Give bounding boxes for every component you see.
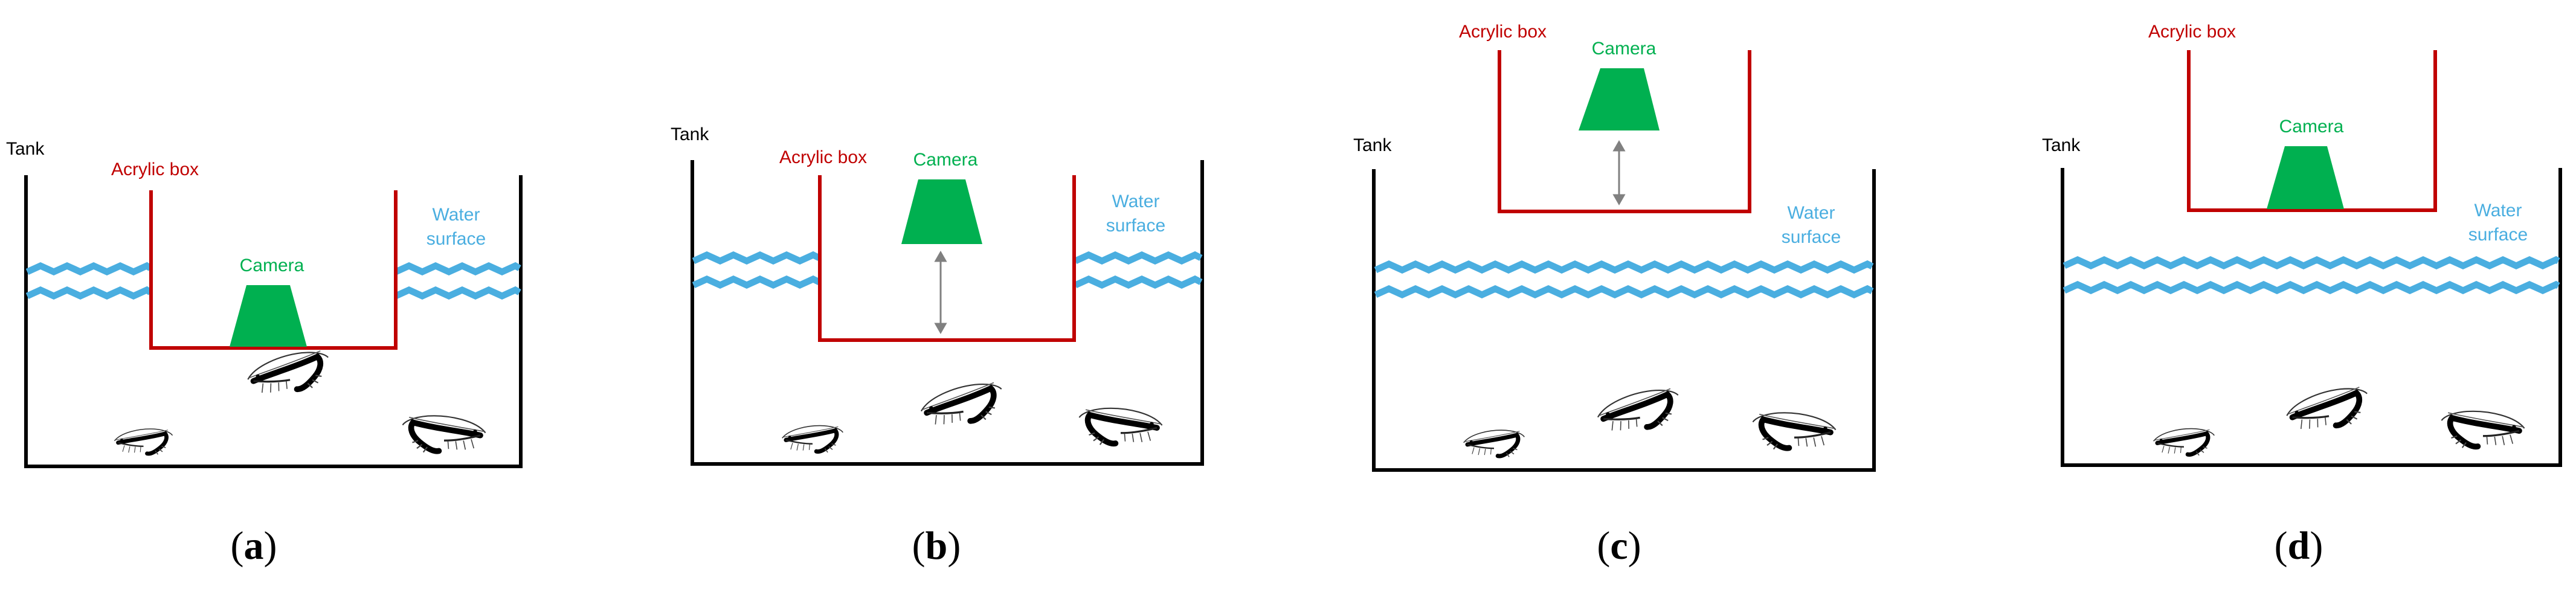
shrimp [1464, 430, 1525, 457]
acrylic-box [149, 190, 398, 350]
shrimp [1753, 413, 1835, 449]
shrimp [782, 426, 843, 452]
water-label: surface [427, 229, 486, 249]
acrylic-box [2187, 50, 2437, 212]
tank-label: Tank [6, 139, 45, 159]
water-label: Water [2475, 201, 2522, 220]
water-label: surface [1106, 216, 1165, 236]
water-label: surface [2468, 225, 2528, 245]
water-surface-wave [25, 262, 521, 300]
distance-arrow [1612, 140, 1626, 206]
shrimp [1595, 386, 1683, 436]
camera-label: Camera [1592, 39, 1657, 59]
caption-a: (a) [231, 524, 277, 568]
camera [901, 179, 982, 244]
water-label: Water [1788, 203, 1835, 223]
shrimp [2441, 411, 2524, 448]
panel-c: Tank Water surface Acrylic box Camera (c… [1353, 22, 1876, 568]
tank-label: Tank [1353, 135, 1392, 155]
water-label: Water [433, 205, 480, 225]
shrimp [918, 380, 1006, 430]
camera [230, 285, 307, 347]
water-label: surface [1782, 227, 1841, 247]
camera-label: Camera [2279, 117, 2344, 137]
tank-outline [1372, 169, 1876, 472]
acrylic-box-label: Acrylic box [2148, 22, 2236, 42]
water-surface-wave [1374, 260, 1874, 299]
water-surface-wave [2062, 256, 2560, 295]
camera [2267, 146, 2344, 209]
tank-label: Tank [2042, 135, 2081, 155]
caption-d: (d) [2275, 524, 2323, 568]
water-label: Water [1112, 192, 1160, 211]
caption-c: (c) [1597, 524, 1641, 568]
shrimp [2154, 429, 2215, 455]
tank-outline [2061, 168, 2562, 467]
acrylic-box [818, 175, 1076, 342]
camera-label: Camera [913, 150, 978, 170]
distance-arrow [934, 250, 947, 335]
panel-d: Tank Water surface Acrylic box Camera (d… [2042, 22, 2562, 568]
panel-a: Tank Water surface Acrylic box Camera (a… [6, 139, 523, 568]
shrimp [115, 429, 173, 454]
caption-b: (b) [912, 524, 961, 568]
tank-outline [691, 160, 1204, 466]
water-surface-wave [692, 251, 1203, 289]
panel-b: Tank Water surface Acrylic box Camera (b… [671, 124, 1204, 568]
shrimp [1079, 408, 1162, 445]
shrimp [402, 416, 485, 452]
acrylic-box-label: Acrylic box [111, 159, 199, 179]
camera-label: Camera [240, 256, 304, 275]
tank-outline [24, 175, 523, 468]
camera [1579, 68, 1660, 130]
acrylic-box [1498, 50, 1751, 213]
acrylic-box-label: Acrylic box [1459, 22, 1547, 42]
acrylic-box-label: Acrylic box [779, 147, 867, 167]
shrimp [2284, 385, 2372, 435]
shrimp [245, 349, 333, 399]
tank-label: Tank [671, 124, 709, 144]
